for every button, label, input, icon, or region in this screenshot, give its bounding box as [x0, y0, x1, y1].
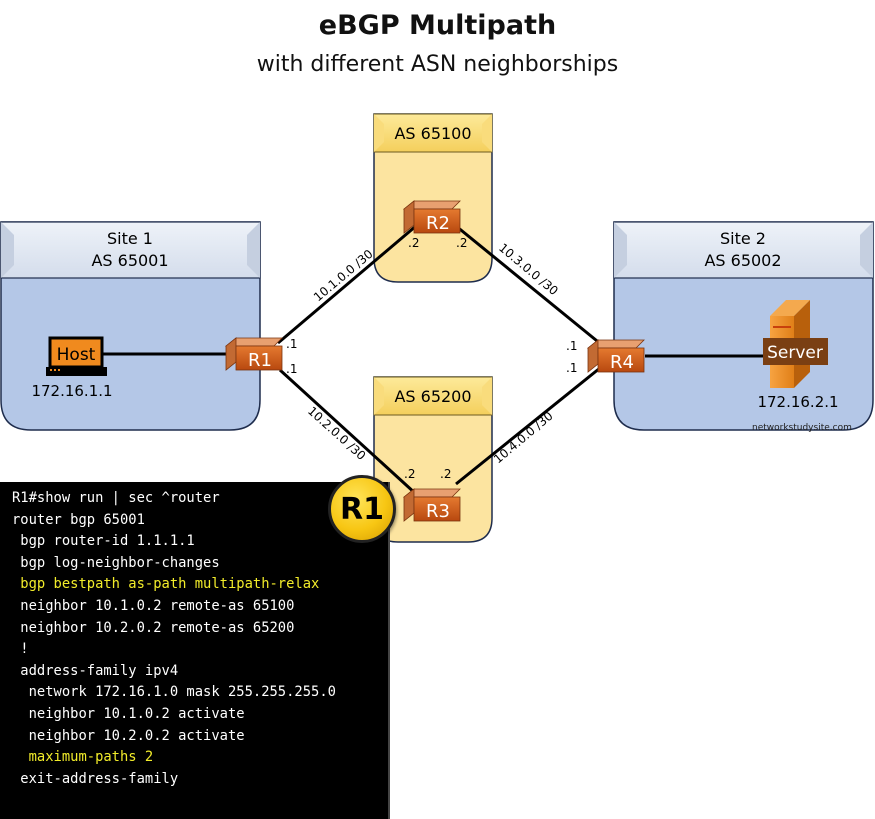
cli-line: neighbor 10.2.0.2 remote-as 65200 — [12, 619, 295, 636]
site-1-asn: AS 65001 — [91, 251, 168, 270]
link-r1-r3 — [278, 368, 418, 496]
site-1-zone — [0, 221, 261, 431]
link-r3-r4 — [455, 366, 601, 486]
cli-line: bgp bestpath as-path multipath-relax — [12, 576, 320, 593]
as-65100-label: AS 65100 — [394, 124, 471, 143]
server-ip: 172.16.2.1 — [757, 393, 838, 411]
subnet-label-r1-r3: 10.2.0.0 /30 — [305, 404, 368, 463]
r1-badge: R1 — [328, 475, 396, 543]
cli-line: bgp log-neighbor-changes — [12, 554, 220, 571]
router-r3[interactable]: R3 — [402, 488, 461, 522]
cli-line: router bgp 65001 — [12, 511, 145, 528]
subnet-label-r2-r4: 10.3.0.0 /30 — [496, 241, 561, 298]
router-r1[interactable]: R1 — [224, 337, 283, 371]
r3-if-r1: .2 — [404, 467, 415, 481]
diagram-subtitle: with different ASN neighborships — [256, 52, 619, 77]
site-2-asn: AS 65002 — [704, 251, 781, 270]
r2-if-r4: .2 — [456, 236, 467, 250]
cli-line: network 172.16.1.0 mask 255.255.255.0 — [12, 684, 336, 701]
diagram-title: eBGP Multipath — [318, 10, 557, 41]
r4-if-r2: .1 — [566, 339, 577, 353]
r4-if-r3: .1 — [566, 361, 577, 375]
router-r3-label: R3 — [426, 501, 450, 522]
server-icon[interactable]: Server — [763, 300, 828, 388]
site-2-name: Site 2 — [720, 229, 766, 248]
router-r2-label: R2 — [426, 213, 450, 234]
subnet-label-r1-r2: 10.1.0.0 /30 — [311, 247, 376, 304]
site-2-zone — [613, 221, 874, 431]
link-r2-r4 — [455, 224, 603, 347]
server-label: Server — [767, 343, 823, 363]
as-65100-zone — [373, 113, 493, 283]
watermark: networkstudysite.com — [752, 423, 852, 433]
site-1-name: Site 1 — [107, 229, 153, 248]
cli-line: neighbor 10.1.0.2 remote-as 65100 — [12, 597, 295, 614]
r1-if-r3: .1 — [286, 362, 297, 376]
host-ip: 172.16.1.1 — [31, 382, 112, 400]
cli-line: neighbor 10.1.0.2 activate — [12, 705, 245, 722]
cli-output-panel: R1#show run | sec ^router router bgp 6500… — [0, 482, 390, 819]
link-r1-r2 — [277, 224, 417, 345]
cli-line: maximum-paths 2 — [12, 749, 154, 766]
router-r4[interactable]: R4 — [586, 339, 645, 373]
router-r4-label: R4 — [610, 352, 634, 373]
host-label: Host — [57, 345, 96, 365]
cli-line: R1#show run | sec ^router — [12, 490, 220, 506]
subnet-label-r3-r4: 10.4.0.0 /30 — [491, 409, 556, 466]
cli-line: address-family ipv4 — [12, 662, 179, 679]
as-65200-zone — [373, 376, 493, 543]
r3-if-r4: .2 — [440, 467, 451, 481]
r1-if-r2: .1 — [286, 337, 297, 351]
cli-line: ! — [12, 641, 29, 658]
r2-if-r1: .2 — [408, 236, 419, 250]
as-65200-label: AS 65200 — [394, 387, 471, 406]
cli-line: exit-address-family — [12, 770, 179, 787]
cli-line: neighbor 10.2.0.2 activate — [12, 727, 245, 744]
host-laptop-icon[interactable]: Host — [46, 336, 107, 376]
cli-line: bgp router-id 1.1.1.1 — [12, 533, 195, 550]
router-r2[interactable]: R2 — [402, 200, 461, 234]
router-r1-label: R1 — [248, 350, 272, 371]
